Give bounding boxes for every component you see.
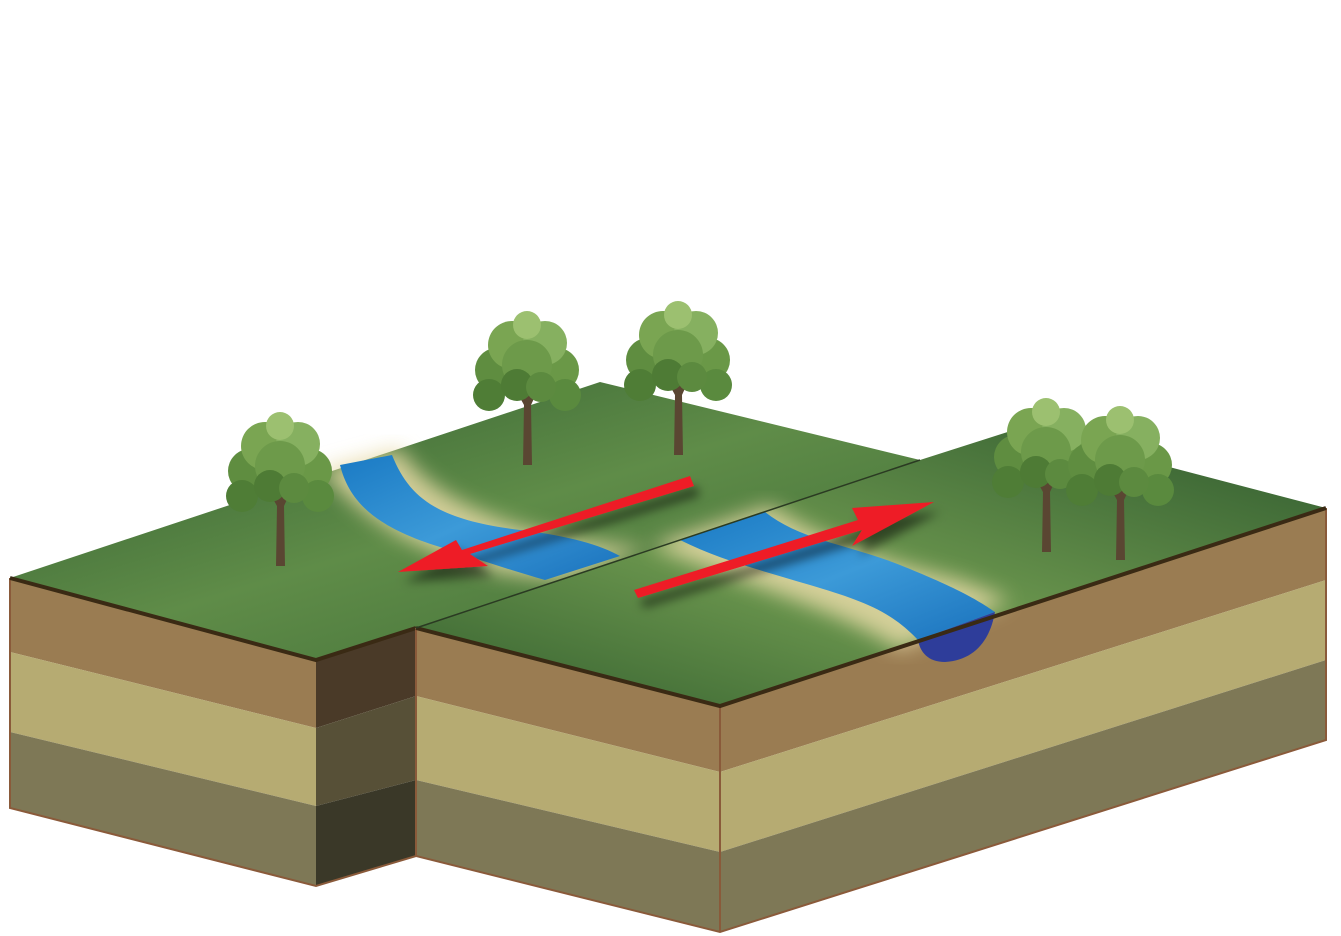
motion-arrow-right-icon bbox=[634, 502, 934, 598]
right-block bbox=[415, 428, 1327, 934]
right-front-layer-middle bbox=[416, 696, 720, 852]
right-side-layer-middle bbox=[720, 580, 1326, 852]
left-river bbox=[340, 455, 620, 580]
right-side-layer-top bbox=[720, 508, 1326, 772]
right-river bbox=[680, 512, 995, 640]
fault-face-bottom bbox=[316, 780, 416, 886]
motion-arrows bbox=[398, 476, 934, 598]
fault-line bbox=[415, 459, 921, 629]
motion-arrow-left-icon bbox=[398, 476, 694, 572]
right-front-layer-top bbox=[416, 628, 720, 772]
right-surface-edge bbox=[415, 506, 1327, 709]
left-block-outline bbox=[9, 578, 417, 888]
left-front-layer-middle bbox=[10, 652, 316, 806]
left-block bbox=[9, 382, 920, 888]
fault-face-middle bbox=[316, 696, 416, 806]
left-front-layer-bottom bbox=[10, 732, 316, 886]
left-surface-edge bbox=[9, 576, 417, 663]
right-front-layer-bottom bbox=[416, 780, 720, 932]
left-front-layer-top bbox=[10, 578, 316, 728]
right-side-layer-bottom bbox=[720, 660, 1326, 932]
